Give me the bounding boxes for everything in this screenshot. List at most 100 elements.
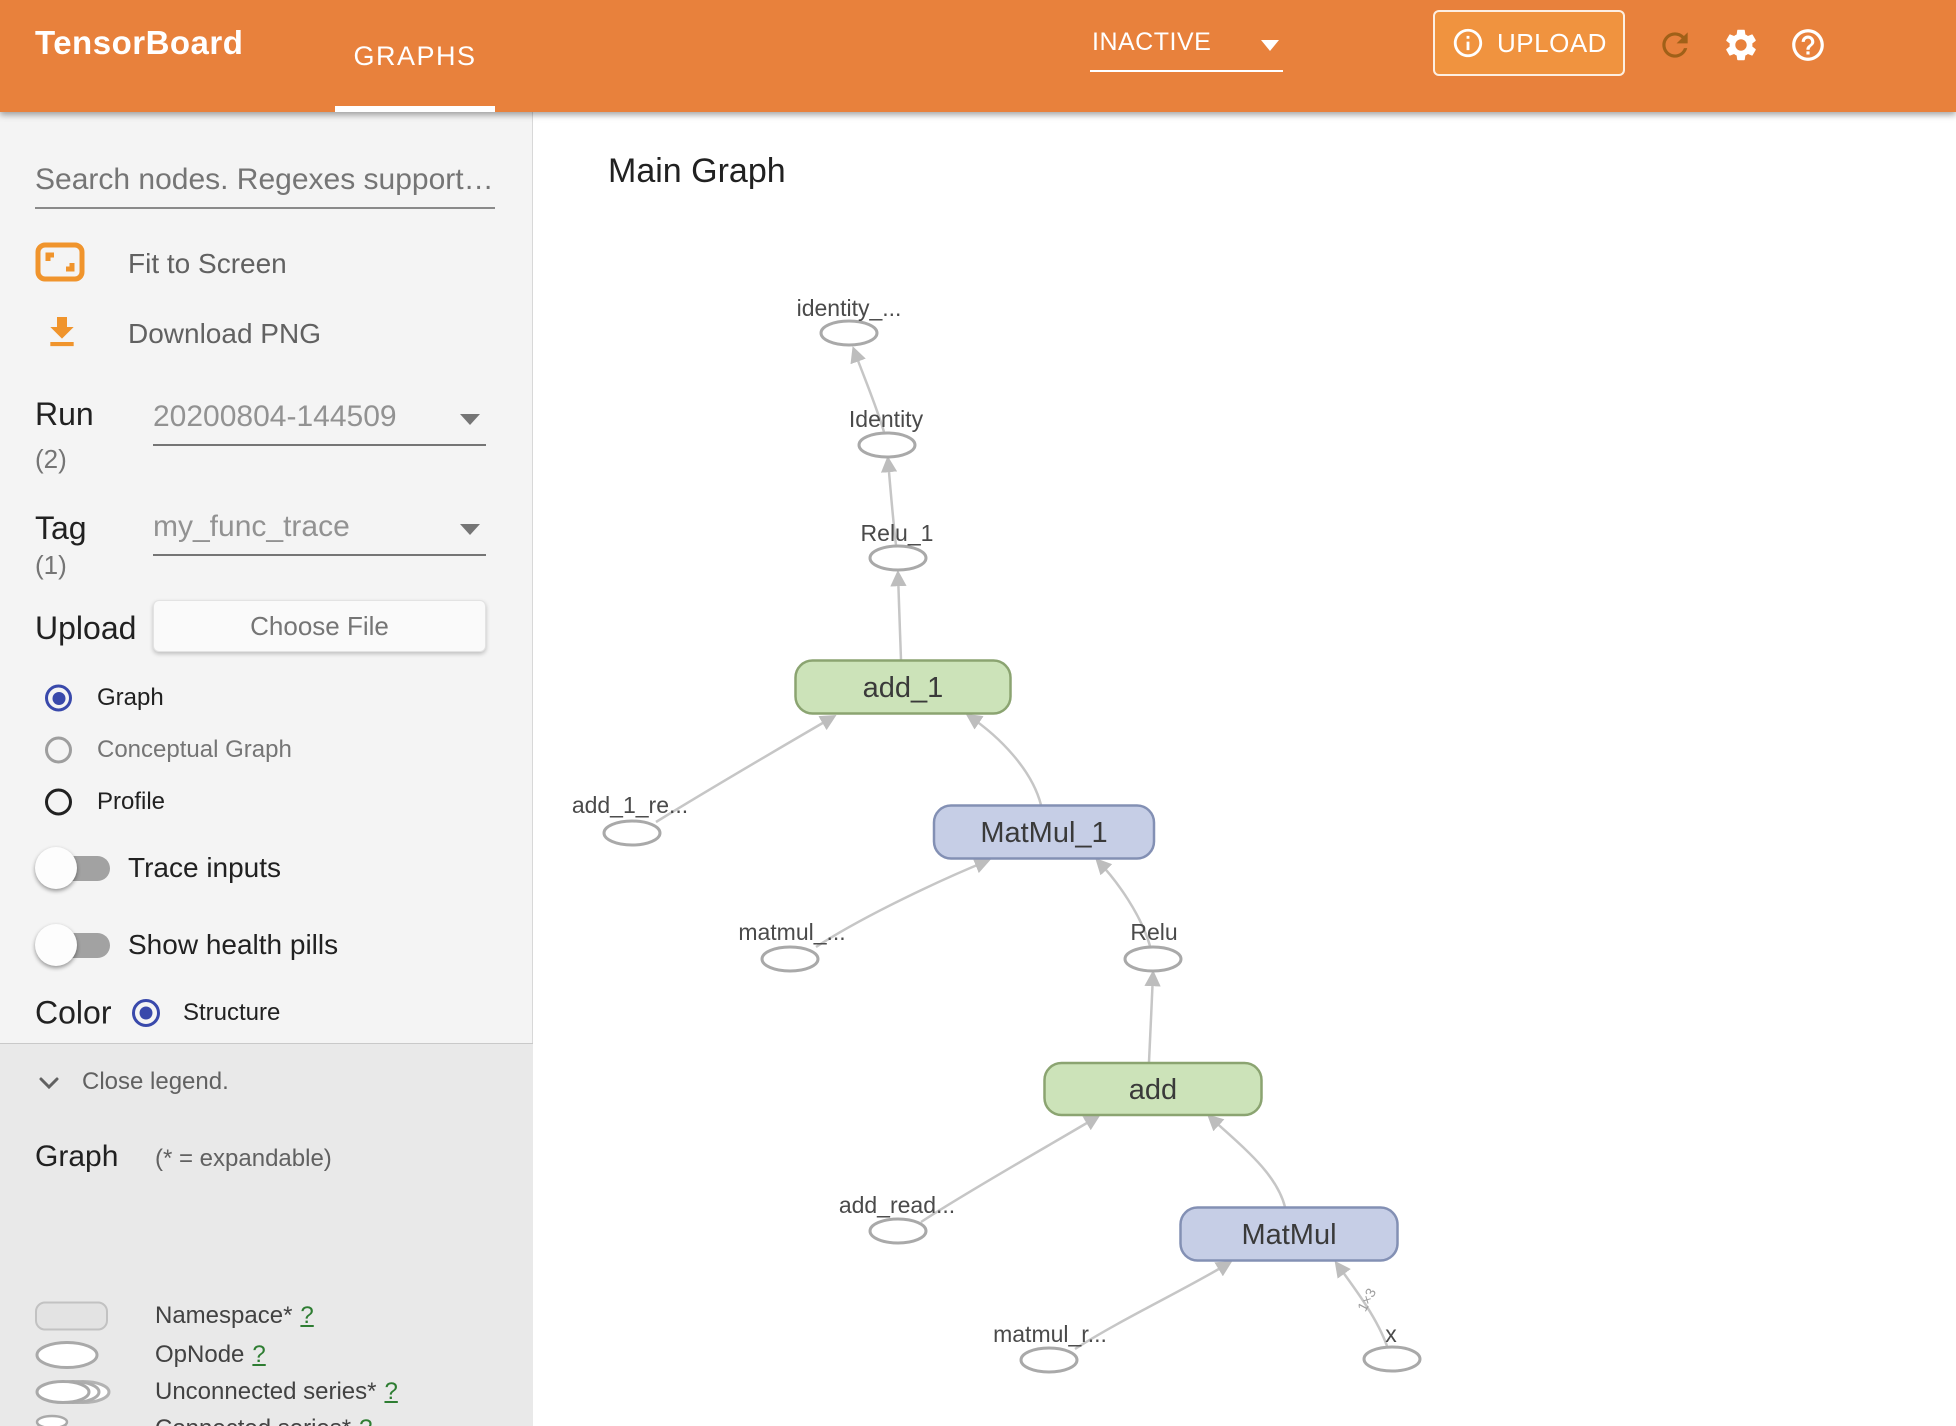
graph-node-x[interactable] [1362,1345,1422,1373]
help-link[interactable]: ? [359,1415,372,1426]
radio-profile[interactable]: Profile [0,782,533,822]
toggle-thumb [35,847,77,889]
graph-node-matmul_1_read[interactable] [760,945,820,973]
run-select-value: 20200804-144509 [153,400,397,433]
fit-to-screen-button[interactable]: Fit to Screen [0,240,533,288]
refresh-icon[interactable] [1656,26,1694,64]
chevron-down-icon [39,1077,59,1090]
graph-edge-add_1-to-Relu_1 [890,569,907,661]
run-status-dropdown[interactable]: INACTIVE [1090,24,1283,72]
legend-item-connected-series: Connected series*? [0,1409,533,1426]
help-link[interactable]: ? [384,1378,398,1405]
page-title: Main Graph [608,152,786,190]
legend-item-opnode: OpNode? [0,1335,533,1375]
color-label: Color [35,994,112,1031]
graph-edge-MatMul-to-add [1207,1114,1287,1208]
help-link[interactable]: ? [300,1302,314,1329]
edge-shape-label: 1×3 [1354,1285,1379,1314]
trace-inputs-toggle[interactable] [35,847,111,889]
graph-node-Identity[interactable] [857,431,917,459]
radio-conceptual-graph[interactable]: Conceptual Graph [0,730,533,770]
graph-node-label-add_read: add_read... [839,1192,955,1218]
color-structure-label: Structure [183,999,281,1026]
download-icon [50,317,74,347]
legend-item-unconnected-series: Unconnected series*? [0,1372,533,1412]
upload-button[interactable]: UPLOAD [1433,10,1625,76]
graph-node-matmul_read[interactable] [1019,1346,1079,1374]
graph-node-label-Relu_1: Relu_1 [861,520,934,546]
download-png-button[interactable]: Download PNG [0,310,533,358]
run-count: (2) [35,444,67,474]
legend-label: Connected series* [155,1415,351,1426]
graph-node-MatMul[interactable] [1179,1206,1399,1262]
graph-node-label-matmul_1_read: matmul_... [738,919,845,945]
graph-node-identity_out[interactable] [819,319,879,347]
namespace-swatch [35,1301,108,1331]
graph-node-label-Relu: Relu [1130,919,1177,945]
help-icon[interactable] [1789,26,1827,64]
radio-unselected-icon [45,736,72,764]
run-status-value: INACTIVE [1092,28,1212,56]
active-tab-indicator [335,106,495,112]
choose-file-button[interactable]: Choose File [153,600,486,652]
radio-graph-label: Graph [97,684,164,711]
show-health-pills-toggle[interactable] [35,924,111,966]
chevron-down-icon [460,524,480,535]
graph-edge-Relu_1-to-Identity [880,455,898,546]
radio-selected-icon[interactable] [132,999,160,1027]
chevron-down-icon [1261,40,1279,51]
help-link[interactable]: ? [252,1341,266,1368]
tag-select[interactable]: my_func_trace [153,504,486,556]
upload-label: Upload [35,610,137,646]
graph-node-label-MatMul_1: MatMul_1 [980,817,1107,849]
graph-node-label-add_1: add_1 [863,672,944,704]
tab-graphs[interactable]: GRAPHS [353,40,477,71]
radio-graph[interactable]: Graph [0,678,533,718]
legend-label: Namespace* [155,1302,293,1329]
app-title: TensorBoard [35,24,244,61]
legend-label: OpNode [155,1341,245,1368]
trace-inputs-row: Trace inputs [0,845,533,891]
graph-node-label-x: x [1385,1321,1397,1347]
graph-edge-add-to-Relu [1144,969,1161,1063]
graph-node-MatMul_1[interactable] [932,804,1156,860]
run-select[interactable]: 20200804-144509 [153,394,486,446]
show-health-pills-row: Show health pills [0,922,533,968]
graph-node-add_1_read[interactable] [602,819,662,847]
graph-node-Relu_1[interactable] [868,544,928,572]
chevron-down-icon [460,414,480,425]
graph-node-add_1[interactable] [794,659,1012,715]
graph-node-add_read[interactable] [868,1217,928,1245]
opnode-swatch [35,1341,99,1369]
legend-title: Graph [35,1140,119,1173]
sidebar: Fit to Screen Download PNG Run (2) 20200… [0,112,533,1426]
graph-edge-Identity-to-identity_out [850,346,886,433]
graph-node-Relu[interactable] [1123,945,1183,973]
tag-label: Tag [35,510,87,546]
graph-edge-add_1_read-to-add_1 [655,714,837,824]
fit-to-screen-label: Fit to Screen [128,248,287,279]
graph-edge-matmul_1_read-to-MatMul_1 [815,858,991,949]
fit-to-screen-icon [35,242,85,282]
gear-icon[interactable] [1722,26,1760,64]
radio-unselected-icon [45,788,72,816]
connected-series-swatch [35,1414,69,1426]
graph-node-label-matmul_read: matmul_r... [993,1321,1107,1347]
graph-node-label-add: add [1129,1074,1177,1106]
graph-edge-matmul_read-to-MatMul [1074,1260,1233,1351]
legend-item-namespace: Namespace*? [0,1296,533,1336]
radio-selected-icon [45,684,72,712]
legend-panel: Close legend. Graph (* = expandable) Nam… [0,1043,533,1426]
search-input[interactable] [35,157,495,209]
close-legend-button[interactable]: Close legend. [0,1064,533,1100]
legend-subtitle: (* = expandable) [155,1145,332,1172]
radio-profile-label: Profile [97,788,166,815]
graph-node-add[interactable] [1043,1061,1263,1117]
graph-edge-add_read-to-add [920,1114,1101,1224]
toggle-thumb [35,924,77,966]
trace-inputs-label: Trace inputs [128,852,282,883]
upload-button-label: UPLOAD [1497,27,1607,58]
graph-node-label-add_1_read: add_1_re... [572,792,688,818]
